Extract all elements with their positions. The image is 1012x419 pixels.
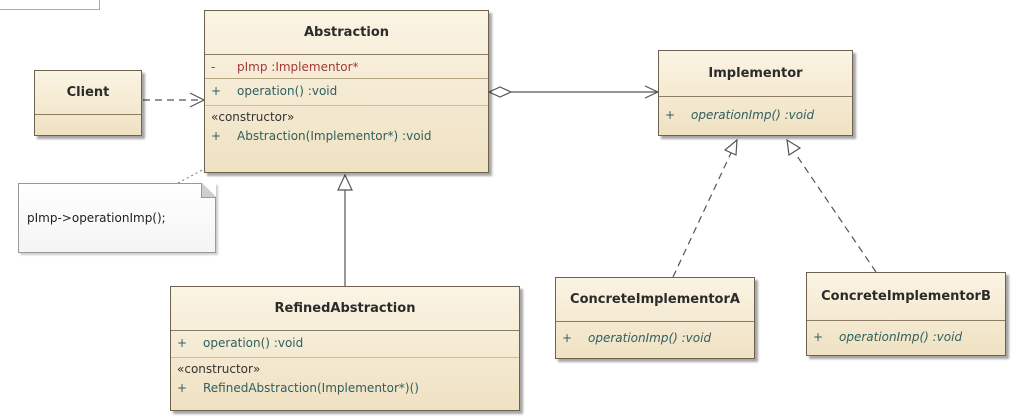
class-abstraction[interactable]: Abstraction - pImp :Implementor* + opera… xyxy=(204,10,489,173)
class-concrete-implementor-b[interactable]: ConcreteImplementorB + operationImp() :v… xyxy=(806,272,1006,356)
class-body-empty xyxy=(35,115,141,135)
operations-section: + operation() :void «constructor» + Refi… xyxy=(171,331,519,398)
operation-text: operationImp() :void xyxy=(839,330,963,344)
note-folded-corner xyxy=(201,183,216,198)
image-corner-frame xyxy=(0,0,100,10)
stereotype-label: «constructor» xyxy=(205,105,488,126)
operation-row: + operationImp() :void xyxy=(556,328,754,348)
constructor-row: + RefinedAbstraction(Implementor*)() xyxy=(171,378,519,398)
code-note[interactable]: pImp->operationImp(); xyxy=(18,183,216,253)
generalization-arrowhead xyxy=(337,173,353,191)
attributes-section: - pImp :Implementor* xyxy=(205,55,488,79)
note-anchor-line xyxy=(177,167,207,184)
class-name: ConcreteImplementorB xyxy=(807,273,1005,321)
note-text: pImp->operationImp(); xyxy=(27,211,166,225)
operations-section: + operationImp() :void xyxy=(659,97,852,125)
realization-arrowhead-b xyxy=(786,138,802,157)
visibility-public: + xyxy=(211,129,222,143)
visibility-public: + xyxy=(177,336,188,350)
operation-row: + operation() :void xyxy=(205,81,488,101)
class-client[interactable]: Client xyxy=(34,70,142,136)
operations-section: + operationImp() :void xyxy=(807,321,1005,347)
constructor-text: Abstraction(Implementor*) :void xyxy=(237,129,432,143)
visibility-public: + xyxy=(177,381,188,395)
visibility-public: + xyxy=(211,84,222,98)
realization-concreteA-implementor xyxy=(672,152,732,278)
constructor-row: + Abstraction(Implementor*) :void xyxy=(205,126,488,146)
operation-text: operation() :void xyxy=(203,336,304,350)
class-name: ConcreteImplementorA xyxy=(556,278,754,322)
visibility-public: + xyxy=(813,330,824,344)
visibility-public: + xyxy=(562,331,573,345)
realization-concreteB-implementor xyxy=(794,152,877,273)
aggregation-diamond xyxy=(487,86,513,98)
operation-text: operationImp() :void xyxy=(588,331,712,345)
class-name: Implementor xyxy=(659,51,852,97)
operations-section: + operationImp() :void xyxy=(556,322,754,348)
stereotype-label: «constructor» xyxy=(171,357,519,378)
operation-text: operationImp() :void xyxy=(691,108,815,122)
operations-section: + operation() :void «constructor» + Abst… xyxy=(205,79,488,171)
class-name: Abstraction xyxy=(205,11,488,55)
class-name: Client xyxy=(35,71,141,115)
realization-arrowhead-a xyxy=(723,138,738,156)
operation-row: + operationImp() :void xyxy=(807,327,1005,347)
visibility-private: - xyxy=(211,60,216,74)
class-name: RefinedAbstraction xyxy=(171,287,519,331)
class-implementor[interactable]: Implementor + operationImp() :void xyxy=(658,50,853,136)
operation-row: + operation() :void xyxy=(171,333,519,353)
operation-row: + operationImp() :void xyxy=(659,105,852,125)
attribute-text: pImp :Implementor* xyxy=(237,60,359,74)
attribute-row: - pImp :Implementor* xyxy=(205,57,488,77)
visibility-public: + xyxy=(665,108,676,122)
operation-text: operation() :void xyxy=(237,84,338,98)
class-concrete-implementor-a[interactable]: ConcreteImplementorA + operationImp() :v… xyxy=(555,277,755,359)
constructor-text: RefinedAbstraction(Implementor*)() xyxy=(203,381,419,395)
class-refined-abstraction[interactable]: RefinedAbstraction + operation() :void «… xyxy=(170,286,520,411)
